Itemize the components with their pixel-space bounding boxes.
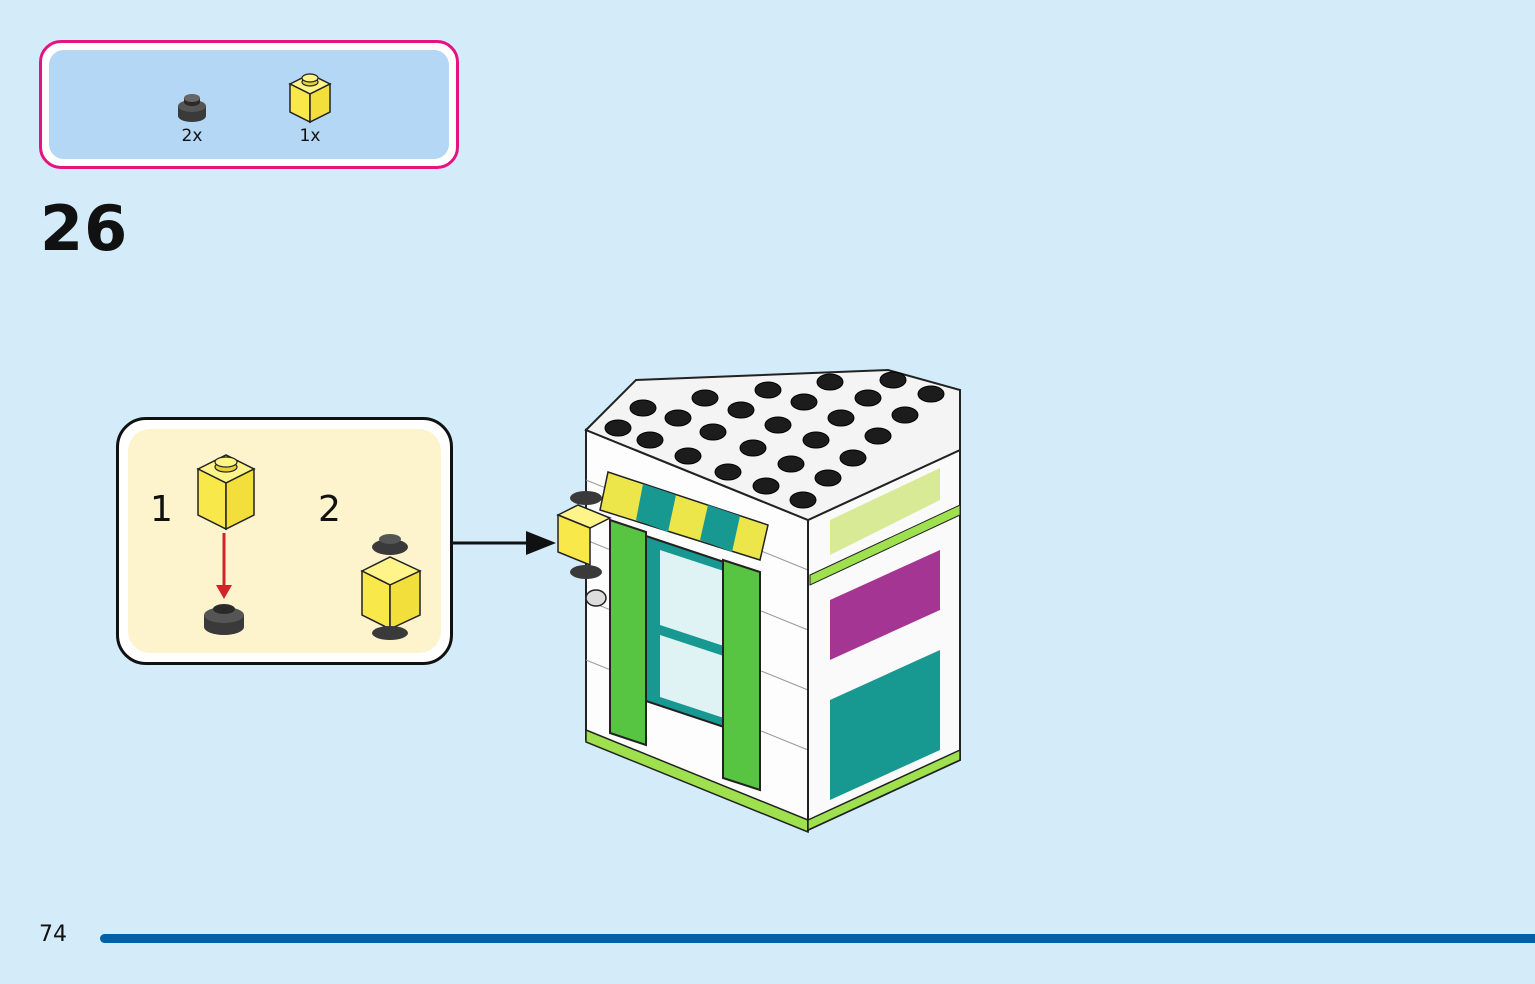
part-round-plate: 2x bbox=[175, 92, 209, 146]
model-illustration bbox=[556, 368, 961, 834]
footer-bar bbox=[100, 934, 1535, 943]
sub-assembly-callout: 1 2 bbox=[116, 417, 453, 665]
part-quantity: 2x bbox=[181, 126, 203, 146]
sub-step-2-illustration bbox=[360, 534, 422, 640]
sub-step-label-1: 1 bbox=[150, 489, 173, 530]
parts-list-box: 2x 1x bbox=[39, 40, 459, 169]
sub-step-1-illustration bbox=[196, 454, 256, 635]
transparent-brick-icon bbox=[288, 73, 332, 124]
round-plate-icon bbox=[178, 94, 206, 122]
callout-inner: 1 2 bbox=[128, 429, 441, 653]
sub-step-label-2: 2 bbox=[318, 489, 341, 530]
part-transparent-brick: 1x bbox=[287, 70, 333, 146]
page-number: 74 bbox=[39, 922, 67, 947]
part-quantity: 1x bbox=[299, 126, 321, 146]
step-number: 26 bbox=[40, 192, 129, 265]
callout-pointer-arrow bbox=[452, 531, 556, 555]
parts-list-inner: 2x 1x bbox=[49, 50, 449, 159]
